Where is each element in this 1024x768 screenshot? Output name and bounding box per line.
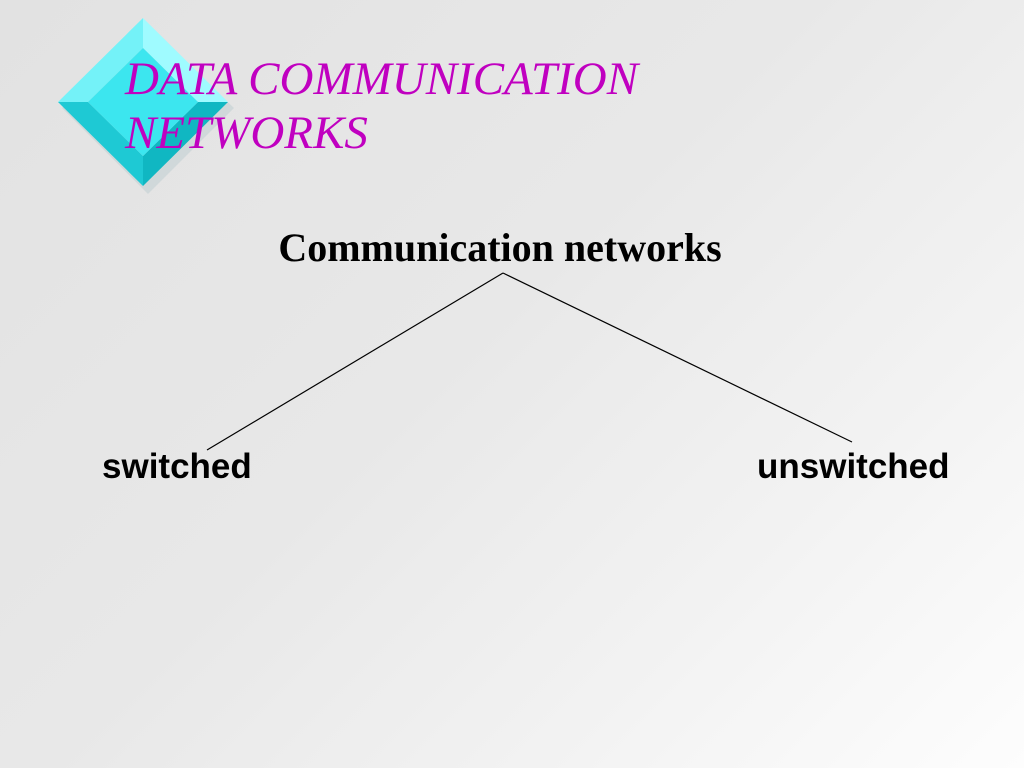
child-node-unswitched: unswitched xyxy=(757,447,950,486)
root-node-label: Communication networks xyxy=(278,225,722,270)
diamond-icon xyxy=(58,18,234,194)
title-line-1: DATA COMMUNICATION xyxy=(125,53,639,105)
slide-title: DATA COMMUNICATION NETWORKS xyxy=(125,52,638,160)
child-node-switched: switched xyxy=(102,447,252,486)
connector-left xyxy=(206,272,504,451)
title-line-2: NETWORKS xyxy=(125,107,368,159)
connector-right xyxy=(502,272,853,443)
